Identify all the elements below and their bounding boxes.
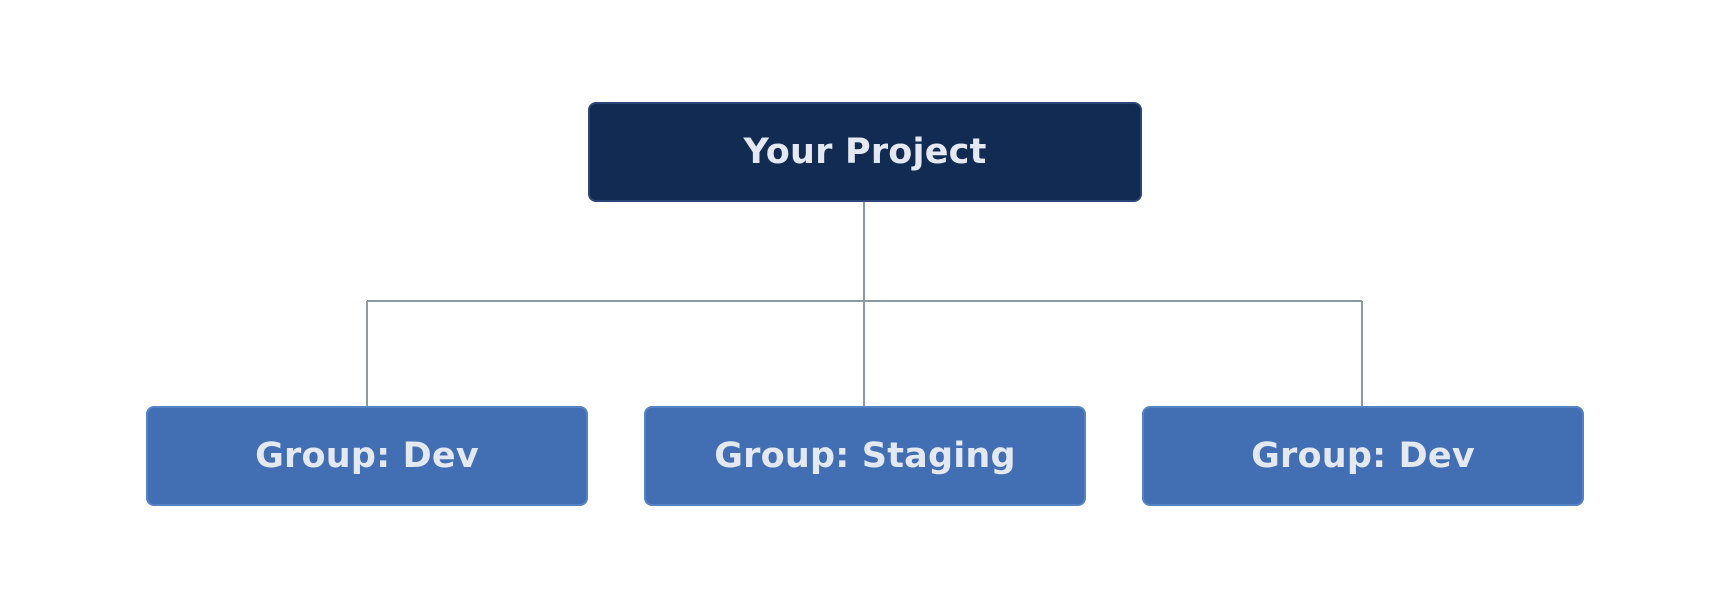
- child-node-label: Group: Dev: [255, 436, 479, 476]
- child-node-dev: Group: Dev: [146, 406, 588, 506]
- root-node-label: Your Project: [743, 132, 987, 172]
- child-node-staging: Group: Staging: [644, 406, 1086, 506]
- child-node-label: Group: Staging: [714, 436, 1016, 476]
- root-node: Your Project: [588, 102, 1142, 202]
- child-node-dev-2: Group: Dev: [1142, 406, 1584, 506]
- child-node-label: Group: Dev: [1251, 436, 1475, 476]
